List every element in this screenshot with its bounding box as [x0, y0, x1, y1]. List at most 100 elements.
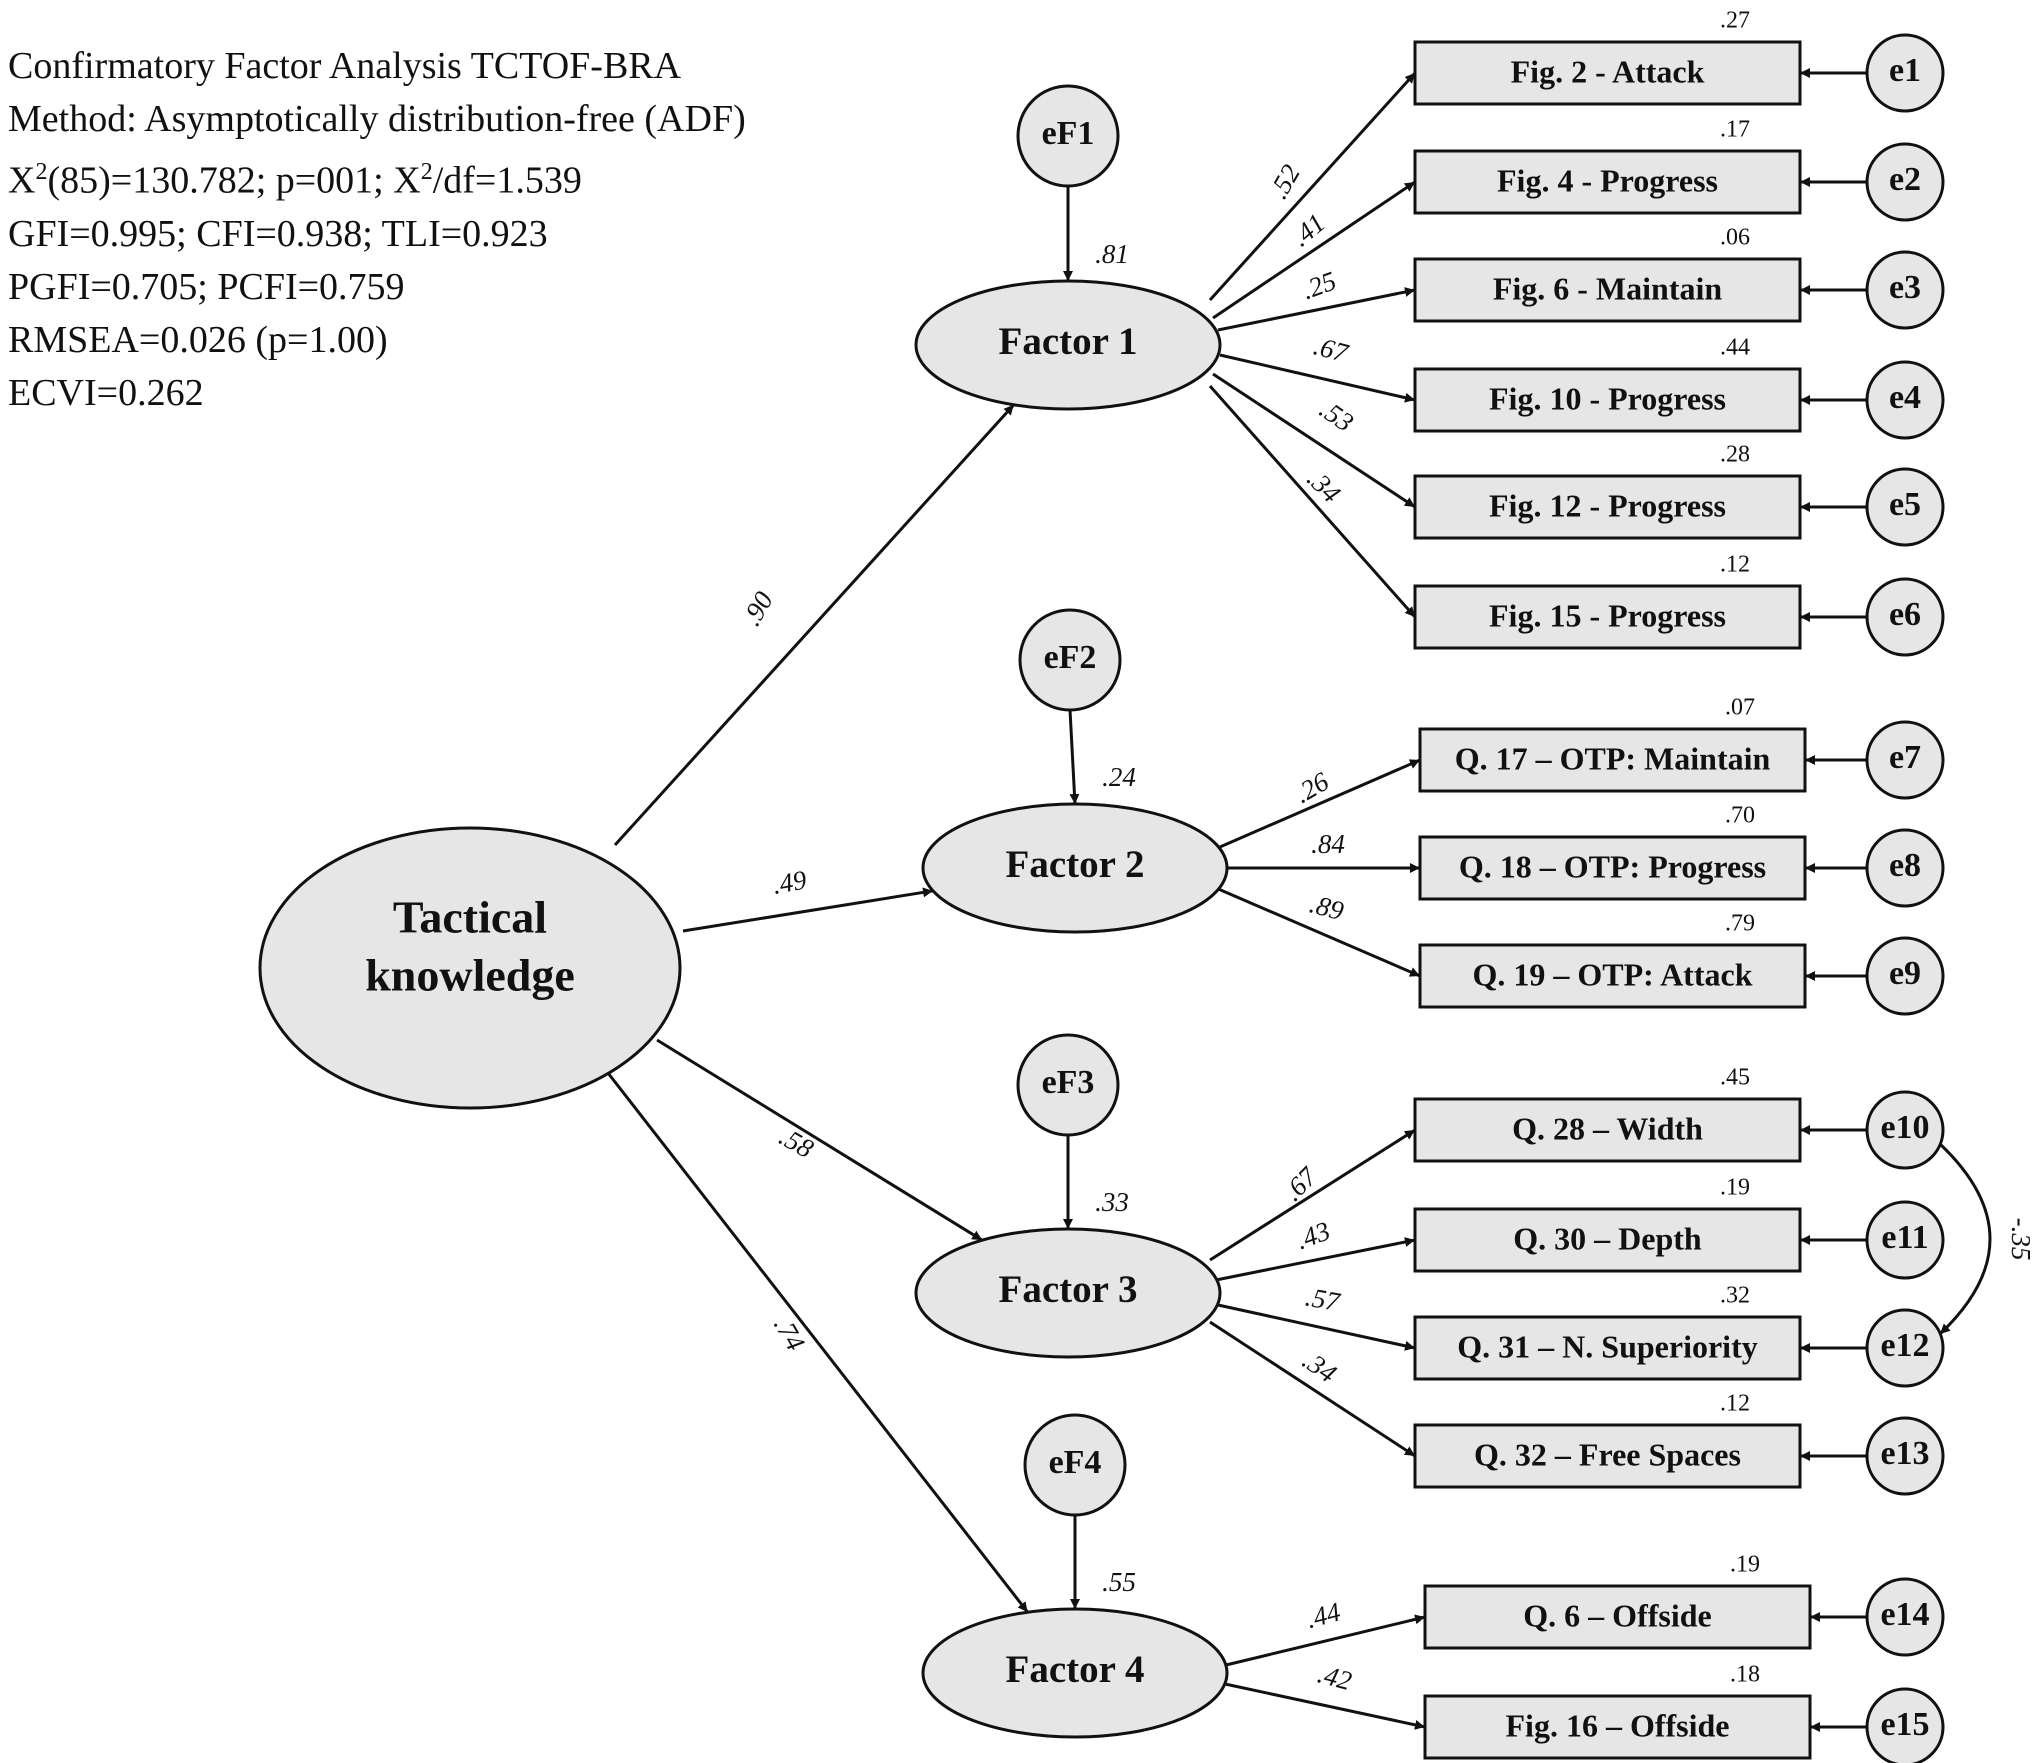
indicator-r2-e4: .44 [1720, 335, 1750, 361]
error-e12-label: e12 [1880, 1327, 1929, 1364]
loading-label-e6: .34 [1301, 463, 1346, 508]
second-order-arrow-3 [656, 1038, 983, 1242]
indicator-box-e3 [1413, 257, 1802, 323]
second-order-arrow-2 [682, 887, 934, 933]
loading-label-e9: .89 [1307, 888, 1348, 926]
disturbance-eF3-label: eF3 [1042, 1064, 1095, 1101]
loading-arrow-e7 [1212, 758, 1421, 852]
second-order-loading-3: .58 [774, 1121, 819, 1164]
indicator-label-e13: Q. 32 – Free Spaces [1474, 1436, 1741, 1472]
loading-arrow-e4 [1219, 353, 1416, 403]
indicator-box-e11 [1413, 1207, 1802, 1273]
indicator-r2-e13: .12 [1720, 1391, 1750, 1417]
indicator-box-e9 [1418, 943, 1807, 1009]
loading-arrow-e9 [1215, 886, 1421, 978]
fit-line-gfi: GFI=0.995; CFI=0.938; TLI=0.923 [8, 212, 548, 255]
loading-arrow-e1 [1208, 71, 1417, 302]
indicator-label-e7: Q. 17 – OTP: Maintain [1455, 740, 1771, 776]
loading-arrow-e11 [1215, 1237, 1416, 1282]
factor-4-label: Factor 4 [1006, 1648, 1145, 1691]
loading-arrow-e3 [1217, 287, 1416, 332]
error-e10-label: e10 [1880, 1109, 1929, 1146]
covariance-arc-e10-e12 [1929, 1133, 1992, 1336]
loading-label-e7: .26 [1289, 766, 1334, 809]
indicator-label-e10: Q. 28 – Width [1512, 1110, 1703, 1146]
loading-label-e8: .84 [1311, 829, 1345, 859]
factor-3-label: Factor 3 [999, 1268, 1138, 1311]
indicator-r2-e12: .32 [1720, 1283, 1750, 1309]
tactical-knowledge-label-line2: knowledge [365, 950, 575, 1001]
disturbance-arrow-2 [1068, 709, 1080, 805]
error-e9-label: e9 [1889, 955, 1921, 992]
error-e5-label: e5 [1889, 486, 1921, 523]
loading-label-e1: .52 [1263, 159, 1306, 203]
error-e1-label: e1 [1889, 52, 1921, 89]
indicator-label-e8: Q. 18 – OTP: Progress [1459, 848, 1766, 884]
indicator-box-e12 [1413, 1315, 1802, 1381]
loading-arrow-e10 [1209, 1128, 1416, 1262]
indicator-label-e4: Fig. 10 - Progress [1489, 380, 1726, 416]
tactical-knowledge-label-line1: Tactical [393, 892, 547, 943]
fit-line-method: Method: Asymptotically distribution-free… [8, 98, 746, 140]
disturbance-eF1-circle [1016, 84, 1120, 188]
loading-label-e11: .43 [1292, 1216, 1334, 1256]
loading-arrow-e5 [1212, 372, 1416, 509]
indicator-box-e2 [1413, 149, 1802, 215]
error-e6-circle [1865, 577, 1945, 657]
indicator-r2-e1: .27 [1720, 8, 1750, 34]
second-order-loading-1: .90 [736, 586, 779, 631]
indicator-label-e1: Fig. 2 - Attack [1511, 53, 1705, 89]
fit-line-pgfi: PGFI=0.705; PCFI=0.759 [8, 265, 405, 308]
disturbance-eF2-label: eF2 [1044, 639, 1097, 676]
error-e5-circle [1865, 467, 1945, 547]
indicator-r2-e8: .70 [1725, 803, 1755, 829]
error-e15-label: e15 [1880, 1706, 1929, 1743]
error-e11-label: e11 [1881, 1219, 1928, 1256]
factor-1-label: Factor 1 [999, 320, 1138, 363]
loading-arrow-e2 [1212, 180, 1416, 320]
error-e3-label: e3 [1889, 269, 1921, 306]
factor-4-r2: .55 [1102, 1567, 1136, 1597]
error-e1-circle [1865, 33, 1945, 113]
loading-arrow-e6 [1208, 385, 1417, 618]
indicator-box-e7 [1418, 727, 1807, 793]
indicator-r2-e10: .45 [1720, 1065, 1750, 1091]
factor-1-r2: .81 [1095, 239, 1129, 269]
error-e15-circle [1865, 1687, 1945, 1763]
covariance-label: -.35 [2006, 1218, 2032, 1261]
indicator-label-e12: Q. 31 – N. Superiority [1457, 1328, 1757, 1364]
indicator-box-e1 [1413, 40, 1802, 106]
error-e12-circle [1865, 1308, 1945, 1388]
error-e4-label: e4 [1889, 379, 1921, 416]
indicator-box-e15 [1423, 1694, 1812, 1760]
factor-3-ellipse [914, 1227, 1222, 1359]
indicator-box-e5 [1413, 474, 1802, 540]
indicator-label-e6: Fig. 15 - Progress [1489, 597, 1726, 633]
second-order-loading-2: .49 [770, 864, 809, 899]
loading-label-e2: .41 [1286, 208, 1331, 253]
indicator-box-e14 [1423, 1584, 1812, 1650]
fit-statistics: Confirmatory Factor Analysis TCTOF-BRA M… [8, 40, 746, 420]
disturbance-eF4-circle [1023, 1413, 1127, 1517]
error-e7-label: e7 [1889, 739, 1921, 776]
error-e2-label: e2 [1889, 161, 1921, 198]
error-e13-label: e13 [1880, 1435, 1929, 1472]
indicator-r2-e3: .06 [1720, 225, 1750, 251]
loading-label-e4: .67 [1311, 330, 1353, 368]
disturbance-eF4-label: eF4 [1049, 1444, 1102, 1481]
disturbance-eF2-circle [1018, 608, 1122, 712]
indicator-r2-e7: .07 [1725, 695, 1755, 721]
factor-3-r2: .33 [1095, 1187, 1129, 1217]
indicator-label-e14: Q. 6 – Offside [1523, 1597, 1711, 1633]
factor-2-ellipse [921, 802, 1229, 934]
factor-4-ellipse [921, 1607, 1229, 1739]
indicator-box-e10 [1413, 1097, 1802, 1163]
fit-line-title: Confirmatory Factor Analysis TCTOF-BRA [8, 45, 682, 87]
indicator-label-e9: Q. 19 – OTP: Attack [1473, 956, 1753, 992]
loading-arrow-e13 [1209, 1320, 1416, 1458]
indicator-box-e4 [1413, 367, 1802, 433]
indicator-label-e3: Fig. 6 - Maintain [1493, 270, 1723, 306]
indicator-label-e15: Fig. 16 – Offside [1506, 1707, 1730, 1743]
indicator-r2-e2: .17 [1720, 117, 1750, 143]
